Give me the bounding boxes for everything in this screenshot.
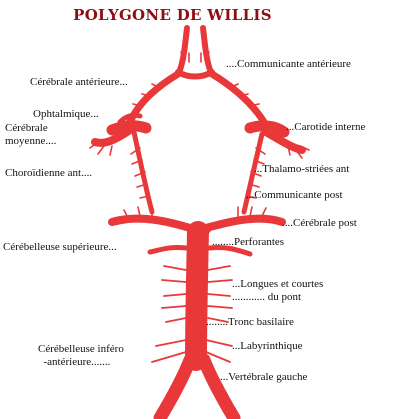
- label-labyrinthique: ...Labyrinthique: [232, 340, 303, 352]
- right-superior-cerebellar: [207, 245, 253, 257]
- left-posterior-cerebral: [108, 214, 194, 232]
- right-anterior-segment: [208, 70, 268, 126]
- anterior-communicating-artery: [175, 69, 215, 80]
- label-carotide-interne: ...Carotide interne: [286, 121, 366, 133]
- perforating-branches: [89, 51, 310, 237]
- label-cerebrale-anterieure: Cérébrale antérieure...: [30, 76, 128, 88]
- label-ophtalmique: Ophtalmique...: [33, 108, 99, 120]
- label-vertebrale-gauche: ...Vertébrale gauche: [220, 371, 308, 383]
- label-tronc-basilaire: ........Tronc basilaire: [206, 316, 294, 328]
- anterior-cerebral-artery-left: [177, 25, 190, 73]
- pontine-branches: [151, 265, 233, 363]
- ophthalmic-artery: [117, 112, 143, 125]
- label-longues-courtes: ...Longues et courtes............ du pon…: [232, 278, 324, 303]
- label-cerebrale-post: ....Cérébrale post: [282, 217, 357, 229]
- label-choroidienne-ant: Choroïdienne ant....: [5, 167, 93, 179]
- anterior-cerebral-artery-right: [200, 25, 213, 73]
- left-vertebral-artery: [153, 353, 197, 419]
- right-vertebral-artery: [197, 353, 241, 419]
- right-posterior-cerebral: [202, 214, 286, 232]
- basilar-trunk: [185, 221, 209, 371]
- label-thalamo-striees: ...Thalamo-striées ant: [254, 163, 350, 175]
- right-carotid: [244, 120, 290, 138]
- label-cerebelleuse-superieure: Cérébelleuse supérieure...: [3, 241, 117, 253]
- label-communicante-post: ...Communicante post: [246, 189, 343, 201]
- left-superior-cerebellar: [147, 245, 189, 255]
- label-cerebelleuse-infero-anterieure: Cérébelleuse inféro -antérieure.......: [38, 343, 124, 368]
- right-middle-cerebral: [262, 128, 306, 154]
- label-communicante-anterieure: ....Communicante antérieure: [226, 58, 351, 70]
- label-perforantes: ........Perforantes: [212, 236, 285, 248]
- left-carotid: [106, 120, 152, 136]
- diagram-title: POLYGONE DE WILLIS: [73, 6, 272, 24]
